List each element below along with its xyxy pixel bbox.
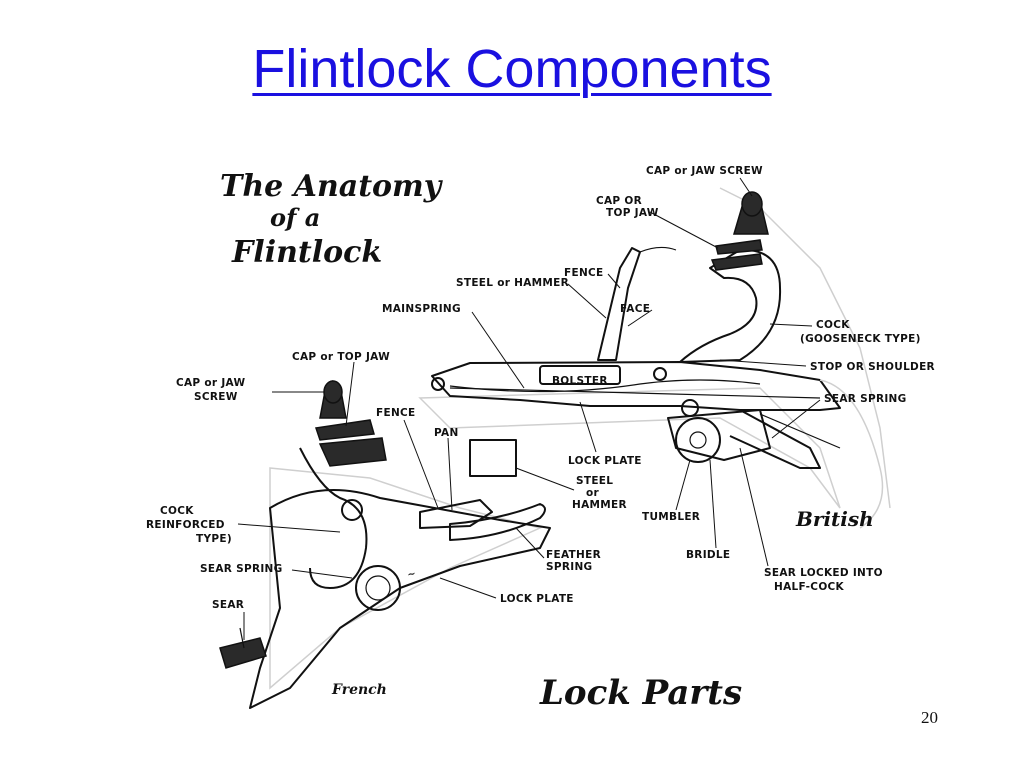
label-sear-french: SEAR [212,599,244,611]
french-lock: ~ [219,380,551,709]
caption: Lock Parts [539,673,742,713]
british-lock-plate-shape [431,361,841,411]
label-cap-jaw-screw-british: CAP or JAW SCREW [646,165,763,177]
label-face: FACE [620,303,650,315]
tumbler-shape [675,417,721,463]
label-lock-plate-british: LOCK PLATE [568,455,642,467]
heading-line-1: The Anatomy [220,169,444,204]
label-feather-spring-2: SPRING [546,561,592,573]
label-cap-top-jaw-british-1: CAP OR [596,195,642,207]
french-steel-shape [469,439,517,477]
label-tumbler: TUMBLER [642,511,700,523]
british-callouts: CAP or JAW SCREW CAP OR TOP JAW FENCE ST… [382,165,935,593]
label-fence-british: FENCE [564,267,604,279]
label-sear-spring-british: SEAR SPRING [824,393,907,405]
label-cock-french-3: TYPE) [196,533,232,545]
british-lock-name: British [795,507,874,531]
label-stop-shoulder: STOP OR SHOULDER [810,361,935,373]
label-cap-jaw-screw-french-2: SCREW [194,391,238,403]
heading-line-3: Flintlock [231,235,382,270]
flintlock-diagram: The Anatomy of a Flintlock [120,148,960,718]
slide-title: Flintlock Components [252,39,772,99]
label-feather-spring-1: FEATHER [546,549,601,561]
label-cock-british-2: (GOOSENECK TYPE) [800,333,921,345]
label-pan: PAN [434,427,459,439]
flintlock-drawing: The Anatomy of a Flintlock [146,165,935,713]
label-mainspring: MAINSPRING [382,303,461,315]
label-steel-french-1: STEEL [576,475,613,487]
bridle-shape [667,409,771,461]
french-lock-plate-shape [249,489,551,709]
feather-spring-shape [449,503,546,541]
pan-shape [419,499,493,529]
label-cap-top-jaw-british-2: TOP JAW [606,207,659,219]
british-cock-shape [679,248,782,363]
label-sear-spring-french: SEAR SPRING [200,563,283,575]
french-callouts: CAP or TOP JAW CAP or JAW SCREW FENCE PA… [146,351,627,640]
label-steel-french-3: HAMMER [572,499,627,511]
svg-text:~: ~ [406,568,416,581]
sear-spring-shape [729,409,821,469]
label-cock-british-1: COCK [816,319,850,331]
mainspring-shape [449,379,761,393]
label-cap-top-jaw-french: CAP or TOP JAW [292,351,390,363]
british-lock [431,191,884,529]
page-number: 20 [921,708,938,727]
heading-line-2: of a [270,203,320,232]
label-sear-locked-1: SEAR LOCKED INTO [764,567,883,579]
label-fence-french: FENCE [376,407,416,419]
label-lock-plate-french: LOCK PLATE [500,593,574,605]
label-bolster: BOLSTER [552,375,608,387]
label-sear-locked-2: HALF-COCK [774,581,845,593]
label-cap-jaw-screw-french-1: CAP or JAW [176,377,245,389]
label-bridle: BRIDLE [686,549,730,561]
french-lock-name: French [331,682,387,698]
french-cock-shape [299,447,368,589]
label-cock-french-2: REINFORCED [146,519,225,531]
sear-shape [219,637,267,669]
label-cock-french-1: COCK [160,505,194,517]
bolster-shape [539,365,621,385]
label-steel-hammer-british: STEEL or HAMMER [456,277,569,289]
french-tumbler-shape [355,565,401,611]
label-steel-french-2: or [586,487,600,499]
